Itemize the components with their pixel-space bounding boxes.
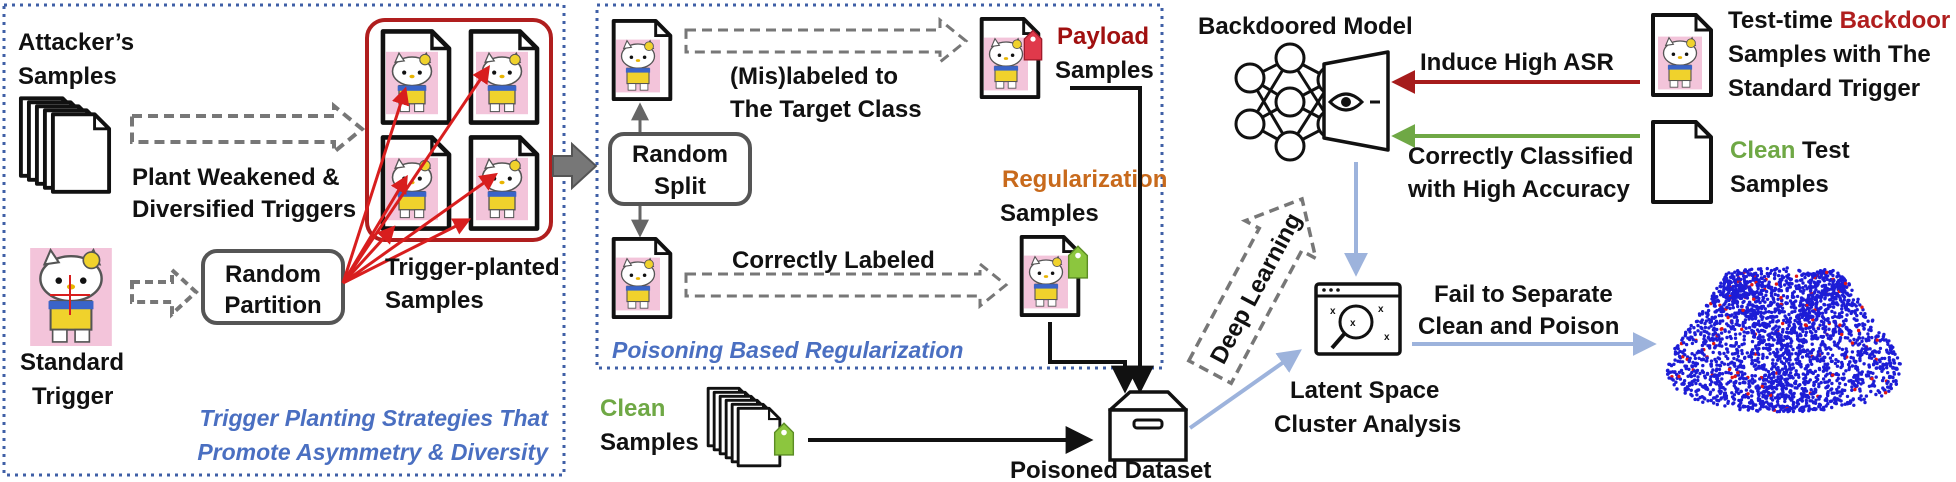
payload-samples-label: Samples xyxy=(1055,57,1154,84)
strategies-caption-1: Trigger Planting Strategies That xyxy=(200,405,550,431)
plant-label-1: Plant Weakened & xyxy=(132,164,340,191)
test-backdoor-label-3: Standard Trigger xyxy=(1728,75,1920,102)
clean-samples-label: Samples xyxy=(600,429,699,456)
clean-word: Clean xyxy=(600,395,665,422)
regularization-word: Regularization xyxy=(1002,166,1167,193)
fail-separate-label-1: Fail to Separate xyxy=(1434,281,1613,308)
random-split-label-2: Split xyxy=(654,173,706,200)
dataset-box-icon xyxy=(1108,390,1188,462)
trigger-planting-panel xyxy=(2,3,566,477)
deep-learning-arrow: Deep Learning xyxy=(1186,196,1319,386)
dashed-arrow-icon xyxy=(684,260,1009,310)
correctly-labeled-label: Correctly Labeled xyxy=(732,247,935,274)
trigger-planted-sample xyxy=(471,137,537,228)
dashed-arrow-icon xyxy=(130,265,199,319)
svg-text:x: x xyxy=(1384,332,1390,343)
document-stack-icon xyxy=(18,96,112,194)
trigger-planted-sample xyxy=(383,31,449,122)
gray-arrow-icon xyxy=(552,141,598,191)
cluster-analysis-icon: x x x x xyxy=(1314,282,1402,356)
induce-asr-label: Induce High ASR xyxy=(1420,49,1614,76)
random-partition-box xyxy=(201,249,345,325)
dataset-to-analysis-arrow xyxy=(1188,349,1302,430)
eye-model-icon xyxy=(1322,50,1390,152)
partition-arrows xyxy=(341,65,498,285)
random-split-box xyxy=(608,132,752,206)
payload-connector xyxy=(1070,86,1154,394)
mislabeled-label-2: The Target Class xyxy=(730,96,922,123)
payload-sample-icon xyxy=(979,16,1043,100)
poisoning-regularization-panel xyxy=(595,3,1164,370)
attacker-samples-label-2: Samples xyxy=(18,63,117,90)
poisoning-caption: Poisoning Based Regularization xyxy=(612,337,963,363)
random-split-label-1: Random xyxy=(632,141,728,168)
correctly-classified-label-1: Correctly Classified xyxy=(1408,143,1633,170)
clean-test-label-2: Samples xyxy=(1730,171,1829,198)
standard-trigger-label-1: Standard xyxy=(20,349,124,376)
trigger-planted-group xyxy=(365,18,553,242)
backdoored-model-label: Backdoored Model xyxy=(1198,13,1413,40)
dashed-arrow-icon xyxy=(130,101,366,157)
trigger-planted-label-2: Samples xyxy=(385,287,484,314)
random-partition-label-1: Random xyxy=(225,261,321,288)
regularization-samples-label: Samples xyxy=(1000,200,1099,227)
regularization-sample-icon xyxy=(1019,234,1089,318)
svg-text:x: x xyxy=(1350,318,1356,329)
svg-text:x: x xyxy=(1378,304,1384,315)
split-sample-bottom xyxy=(611,236,673,320)
plant-label-2: Diversified Triggers xyxy=(132,196,356,223)
strategies-caption-2: Promote Asymmetry & Diversity xyxy=(197,439,549,465)
clean-test-sample-icon xyxy=(1653,122,1711,202)
latent-space-label-2: Cluster Analysis xyxy=(1274,411,1461,438)
attacker-samples-label-1: Attacker’s xyxy=(18,29,134,56)
hello-kitty-trigger-icon xyxy=(28,248,114,346)
scatter-plot-icon xyxy=(1665,266,1902,414)
latent-space-label-1: Latent Space xyxy=(1290,377,1439,404)
test-backdoor-label-2: Samples with The xyxy=(1728,41,1931,68)
split-sample-top xyxy=(611,18,673,102)
clean-document-stack-icon xyxy=(706,386,795,468)
correctly-classified-label-2: with High Accuracy xyxy=(1407,176,1630,203)
clean-test-label-1: Clean Test xyxy=(1730,137,1850,164)
mislabeled-label-1: (Mis)labeled to xyxy=(730,63,898,90)
standard-trigger-label-2: Trigger xyxy=(32,383,113,410)
dashed-arrow-icon xyxy=(684,16,969,66)
regularization-connector xyxy=(1048,322,1139,394)
fail-separate-label-2: Clean and Poison xyxy=(1418,313,1619,340)
test-backdoor-sample-icon xyxy=(1651,13,1713,97)
test-backdoor-label-1: Test-time Backdoor xyxy=(1728,7,1950,34)
poisoned-dataset-label: Poisoned Dataset xyxy=(1010,457,1211,482)
payload-word: Payload xyxy=(1057,23,1149,50)
trigger-planted-label-1: Trigger-planted xyxy=(385,254,560,281)
svg-text:x: x xyxy=(1330,306,1336,317)
random-partition-label-2: Partition xyxy=(224,292,321,319)
